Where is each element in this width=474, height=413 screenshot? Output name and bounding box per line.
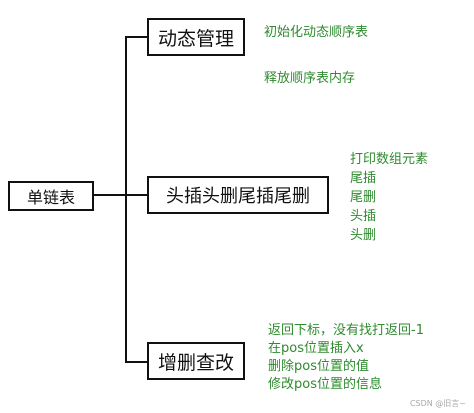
root-connector-line: [94, 194, 126, 196]
branch-node-dynamic-management: 动态管理: [147, 18, 245, 56]
note-item: 初始化动态顺序表: [264, 25, 369, 40]
notes-dynamic-management: 初始化动态顺序表 释放顺序表内存: [264, 10, 368, 102]
note-item: 尾插: [350, 171, 377, 186]
branch-2-connector: [125, 194, 147, 196]
note-item: 打印数组元素: [350, 152, 429, 167]
root-node-single-linked-list: 单链表: [8, 181, 94, 211]
branch-3-connector: [125, 361, 147, 363]
note-item: 尾删: [350, 190, 377, 205]
note-item: 删除pos位置的值: [268, 359, 369, 374]
csdn-watermark: CSDN @旧言~: [409, 399, 466, 408]
branch-node-head-tail-insert-delete: 头插头删尾插尾删: [147, 176, 329, 214]
trunk-line: [125, 36, 127, 363]
branch-node-crud: 增删查改: [147, 342, 245, 380]
note-item: 在pos位置插入x: [268, 341, 364, 356]
note-item: 头删: [350, 228, 377, 243]
note-item: 返回下标，没有找打返回-1: [268, 323, 424, 338]
notes-head-tail-ops: 打印数组元素 尾插 尾删 头插 头删: [350, 150, 428, 245]
branch-1-connector: [125, 36, 147, 38]
note-item: 释放顺序表内存: [264, 71, 356, 86]
notes-crud: 返回下标，没有找打返回-1 在pos位置插入x 删除pos位置的值 修改pos位…: [268, 322, 424, 394]
note-item: 修改pos位置的信息: [268, 377, 382, 392]
note-item: 头插: [350, 209, 377, 224]
